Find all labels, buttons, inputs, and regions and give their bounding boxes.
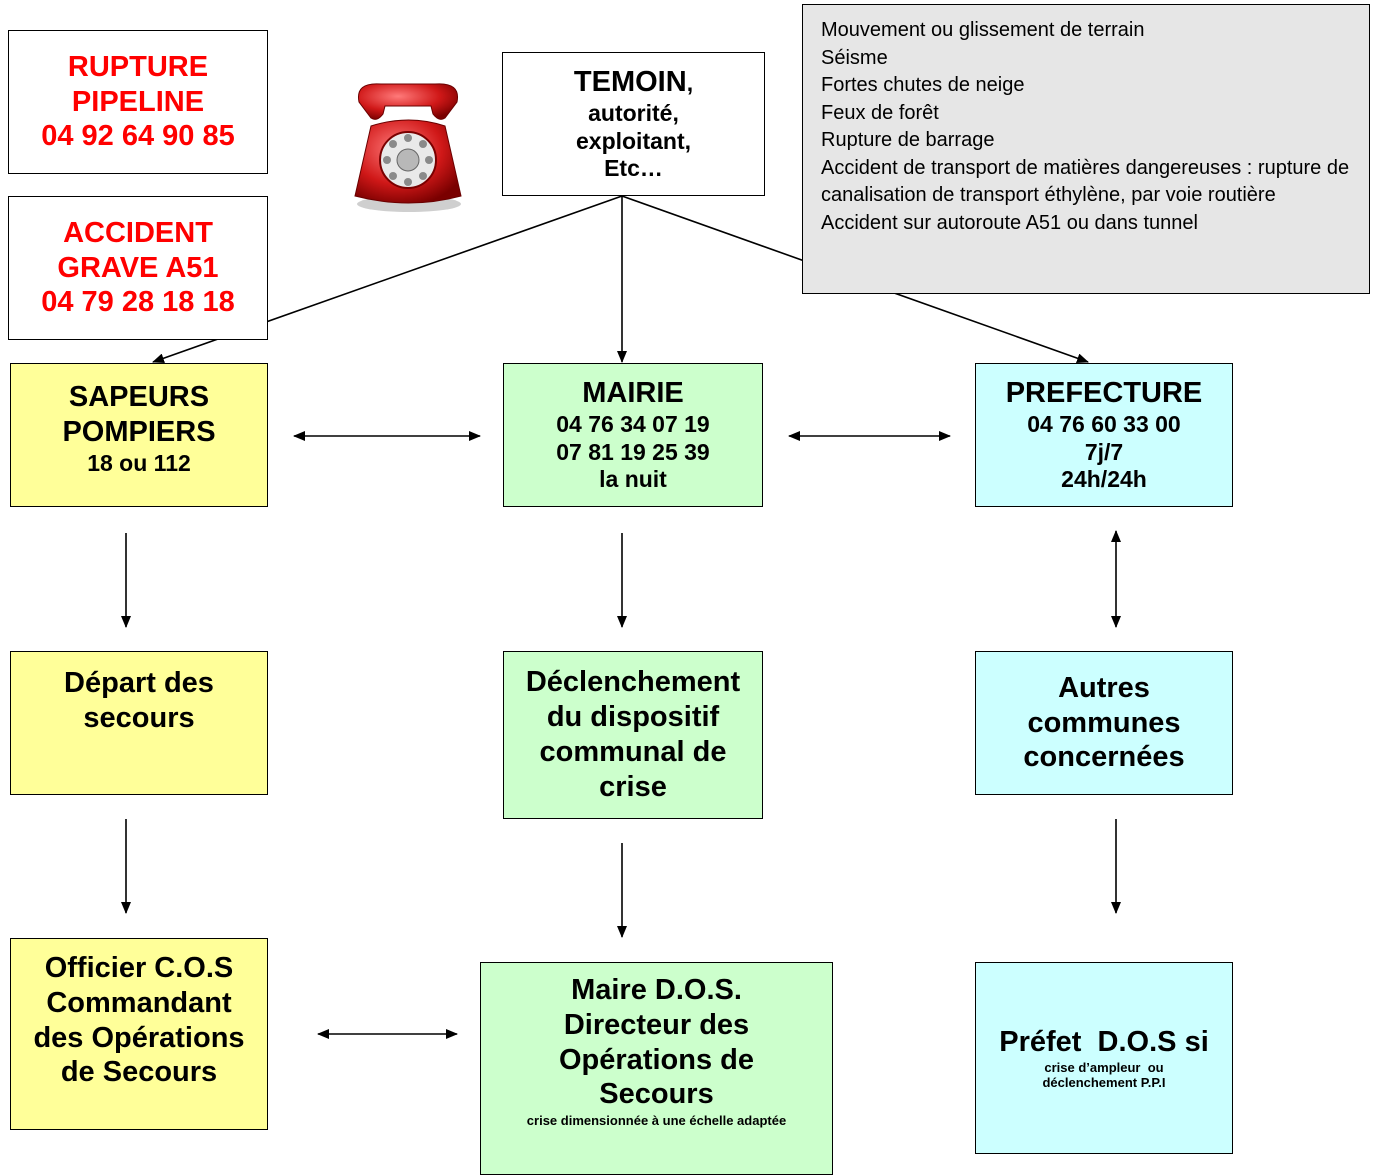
prefecture-line-3: 24h/24h — [1061, 466, 1147, 493]
a51-label-1: ACCIDENT — [63, 216, 213, 249]
maire-dos-note: crise dimensionnée à une échelle adaptée — [526, 1113, 787, 1129]
pompiers-phone: 18 ou 112 — [87, 449, 191, 476]
maire-dos-label-4: Secours — [599, 1078, 714, 1111]
declenchement-label-3: communal de — [539, 736, 727, 768]
hazard-item: Fortes chutes de neige — [821, 74, 1025, 96]
officier-label-1: Officier C.O.S — [44, 952, 234, 984]
maire-dos-box: Maire D.O.S. Directeur des Opérations de… — [480, 962, 833, 1175]
witness-box: TEMOIN, autorité, exploitant, Etc… — [502, 52, 765, 196]
depart-box: Départ des secours — [10, 651, 268, 795]
prefecture-title: PREFECTURE — [1005, 377, 1203, 410]
maire-dos-label-3: Opérations de — [559, 1043, 754, 1076]
hazard-item: Séisme — [821, 46, 888, 69]
witness-title: TEMOIN — [573, 66, 687, 99]
witness-title-line: TEMOIN, — [574, 65, 693, 100]
prefet-dos-note-2: déclenchement P.P.I — [1042, 1075, 1166, 1091]
a51-phone: 04 79 28 18 18 — [41, 286, 235, 319]
maire-dos-label-1: Maire D.O.S. — [571, 974, 742, 1006]
hazard-item: Rupture de barrage — [821, 129, 995, 151]
hazard-item: Accident de transport de matières danger… — [821, 156, 1350, 207]
declenchement-label-4: crise — [599, 770, 667, 803]
depart-label-2: secours — [83, 701, 195, 734]
mairie-title: MAIRIE — [582, 377, 684, 410]
declenchement-label-2: du dispositif — [546, 701, 720, 734]
autres-label-2: communes — [1027, 706, 1181, 739]
hazard-item: Accident sur autoroute A51 ou dans tunne… — [821, 211, 1198, 234]
prefet-dos-box: Préfet D.O.S si crise d’ampleur ou décle… — [975, 962, 1233, 1154]
mairie-phone-1: 04 76 34 07 19 — [556, 411, 710, 437]
pompiers-box: SAPEURS POMPIERS 18 ou 112 — [10, 363, 268, 507]
hazard-item: Feux de forêt — [821, 101, 939, 124]
pipeline-phone: 04 92 64 90 85 — [41, 120, 235, 153]
officier-label-3: des Opérations — [33, 1021, 245, 1054]
autres-label-1: Autres — [1058, 671, 1150, 704]
red-rotary-telephone-icon — [354, 83, 462, 212]
witness-line-4: Etc… — [604, 155, 663, 182]
declenchement-label-1: Déclenchement — [525, 666, 741, 699]
declenchement-box: Déclenchement du dispositif communal de … — [503, 651, 763, 819]
officier-cos-box: Officier C.O.S Commandant des Opérations… — [10, 938, 268, 1130]
a51-label-2: GRAVE A51 — [57, 251, 219, 284]
pipeline-emergency-box: RUPTURE PIPELINE 04 92 64 90 85 — [8, 30, 268, 174]
depart-label-1: Départ des — [64, 667, 214, 699]
officier-label-2: Commandant — [46, 986, 232, 1019]
pompiers-label-2: POMPIERS — [62, 415, 216, 448]
witness-comma: , — [686, 70, 694, 97]
mairie-note: la nuit — [599, 466, 667, 493]
prefet-dos-label: Préfet D.O.S si — [999, 1026, 1209, 1058]
prefecture-box: PREFECTURE 04 76 60 33 00 7j/7 24h/24h — [975, 363, 1233, 507]
a51-emergency-box: ACCIDENT GRAVE A51 04 79 28 18 18 — [8, 196, 268, 340]
pipeline-label-2: PIPELINE — [71, 85, 205, 118]
prefet-dos-note-1: crise d’ampleur ou — [1044, 1059, 1164, 1075]
autres-label-3: concernées — [1023, 741, 1185, 774]
mairie-box: MAIRIE 04 76 34 07 19 07 81 19 25 39 la … — [503, 363, 763, 507]
prefecture-phone: 04 76 60 33 00 — [1027, 411, 1181, 437]
prefecture-line-2: 7j/7 — [1084, 438, 1124, 465]
pompiers-label-1: SAPEURS — [68, 381, 210, 413]
hazards-box: Mouvement ou glissement de terrain Séism… — [802, 4, 1370, 294]
pipeline-label-1: RUPTURE — [67, 50, 209, 83]
mairie-phone-2: 07 81 19 25 39 — [556, 438, 710, 465]
officier-label-4: de Secours — [60, 1056, 218, 1089]
autres-communes-box: Autres communes concernées — [975, 651, 1233, 795]
hazard-item: Mouvement ou glissement de terrain — [821, 19, 1145, 41]
maire-dos-label-2: Directeur des — [563, 1008, 750, 1041]
witness-line-2: autorité, — [588, 100, 679, 126]
witness-line-3: exploitant, — [575, 127, 691, 154]
